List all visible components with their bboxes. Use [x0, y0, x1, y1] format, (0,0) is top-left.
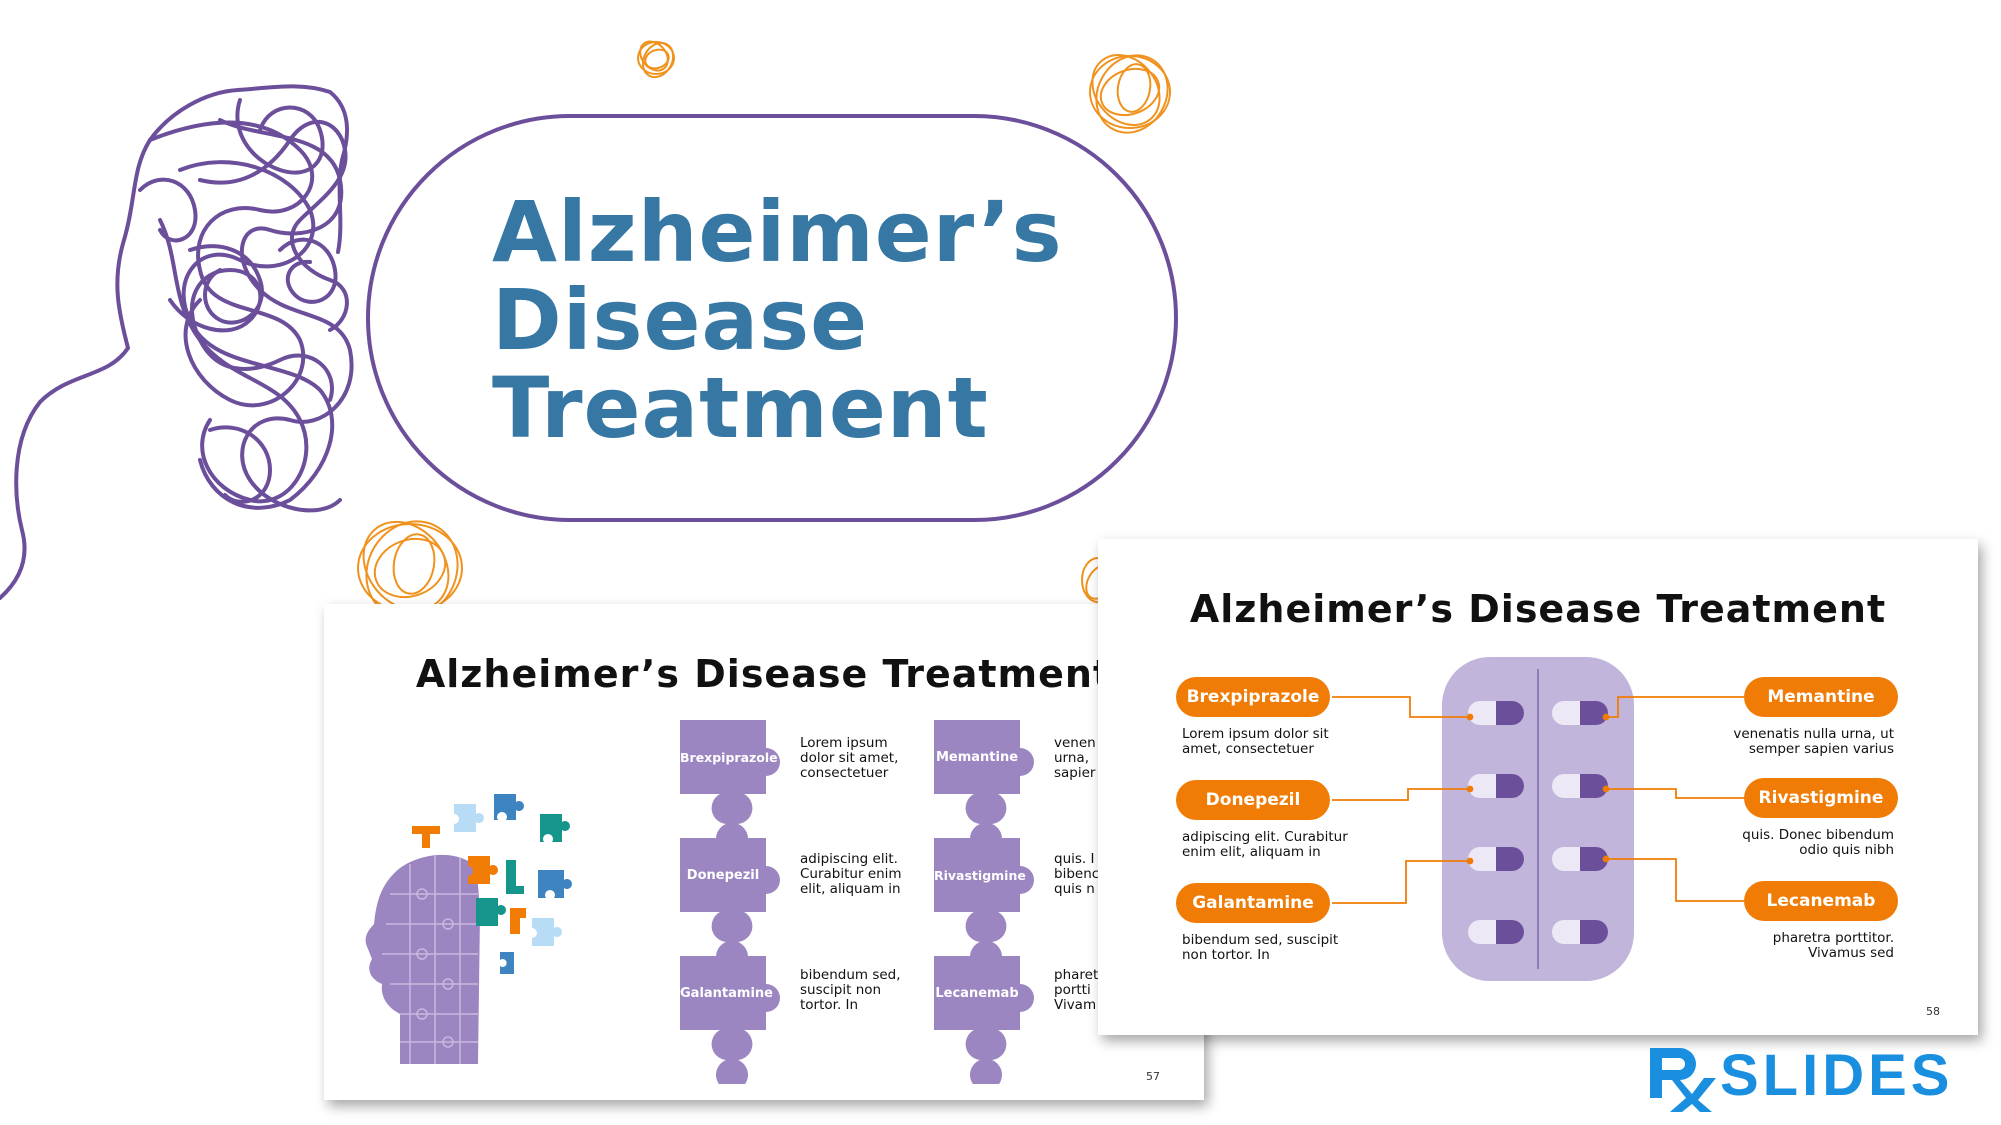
slide-preview-puzzle: Alzheimer’s Disease Treatment	[324, 604, 1204, 1100]
scribble-ball-small	[637, 40, 675, 79]
drug-desc-galantamine: bibendum sed, suscipit non tortor. In	[1182, 932, 1339, 963]
slide-title: Alzheimer’s Disease Treatment	[415, 652, 1113, 696]
drug-desc-memantine: venenatis nulla urna, ut semper sapien v…	[1733, 726, 1894, 757]
puzzle-label: Donepezil	[686, 868, 760, 883]
page-number: 58	[1926, 1005, 1940, 1018]
main-title-line-3: Treatment	[492, 359, 989, 457]
logo-wordmark: SLIDES	[1720, 1043, 1954, 1108]
slide-preview-pills: Alzheimer’s Disease Treatment Brexpipraz…	[1098, 539, 1978, 1035]
puzzle-piece-lecanemab: Lecanemab	[934, 956, 1060, 1084]
scribble-ball-top-right	[1089, 54, 1171, 134]
puzzle-desc-brexpiprazole: Lorem ipsum dolor sit amet, consectetuer	[800, 735, 899, 781]
main-title-line-2: Disease	[492, 271, 869, 369]
puzzle-piece-shape	[680, 720, 780, 848]
puzzle-piece-shape	[934, 720, 1034, 848]
puzzle-label: Galantamine	[680, 986, 773, 1001]
drug-desc-donepezil: adipiscing elit. Curabitur enim elit, al…	[1182, 829, 1348, 860]
puzzle-piece-brexpiprazole: Brexpiprazole	[680, 720, 806, 848]
puzzle-head-illustration	[365, 794, 572, 1064]
puzzle-piece-rivastigmine: Rivastigmine	[934, 838, 1060, 966]
drug-pill-memantine: Memantine	[1744, 677, 1898, 717]
puzzle-label: Memantine	[935, 750, 1019, 765]
puzzle-label: Rivastigmine	[934, 868, 1026, 883]
capsules	[1468, 701, 1608, 944]
drug-pill-donepezil: Donepezil	[1176, 780, 1330, 820]
puzzle-piece-donepezil: Donepezil	[680, 838, 806, 966]
rxslides-logo: SLIDES	[1646, 1040, 1966, 1112]
rx-logo-mark	[1650, 1048, 1716, 1112]
puzzle-label: Lecanemab	[935, 986, 1019, 1001]
puzzle-piece-galantamine: Galantamine	[680, 956, 806, 1084]
puzzle-piece-shape	[934, 956, 1034, 1084]
puzzle-desc-galantamine: bibendum sed, suscipit non tortor. In	[800, 967, 901, 1013]
orange-scribble-balls	[357, 40, 1171, 620]
puzzle-piece-shape	[934, 838, 1034, 966]
connector-lines	[1332, 696, 1744, 904]
drug-desc-lecanemab: pharetra porttitor. Vivamus sed	[1772, 930, 1894, 961]
main-title: Alzheimer’s Disease Treatment	[492, 188, 1092, 452]
puzzle-piece-shape	[680, 956, 780, 1084]
flying-puzzle-pieces	[412, 794, 572, 974]
puzzle-piece-memantine: Memantine	[934, 720, 1060, 848]
page-number: 57	[1146, 1070, 1160, 1083]
puzzle-label: Brexpiprazole	[680, 750, 778, 765]
pill-blister-illustration	[1332, 657, 1744, 981]
main-title-line-1: Alzheimer’s	[492, 183, 1063, 281]
drug-pill-lecanemab: Lecanemab	[1744, 881, 1898, 921]
drug-pill-rivastigmine: Rivastigmine	[1744, 778, 1898, 818]
drug-pill-galantamine: Galantamine	[1176, 883, 1330, 923]
puzzle-desc-memantine: venen urna, sapier	[1054, 735, 1096, 781]
scribble-head-illustration	[0, 84, 354, 600]
slide-title: Alzheimer’s Disease Treatment	[1189, 587, 1887, 631]
drug-desc-rivastigmine: quis. Donec bibendum odio quis nibh	[1742, 827, 1894, 858]
drug-desc-brexpiprazole: Lorem ipsum dolor sit amet, consectetuer	[1182, 726, 1329, 757]
drug-pill-brexpiprazole: Brexpiprazole	[1176, 677, 1330, 717]
puzzle-piece-shape	[680, 838, 780, 966]
puzzle-desc-lecanemab: pharet portti Vivam	[1054, 967, 1099, 1013]
puzzle-desc-donepezil: adipiscing elit. Curabitur enim elit, al…	[800, 851, 902, 897]
title-frame	[366, 114, 1178, 522]
puzzle-desc-rivastigmine: quis. I bibenc quis n	[1054, 851, 1100, 897]
